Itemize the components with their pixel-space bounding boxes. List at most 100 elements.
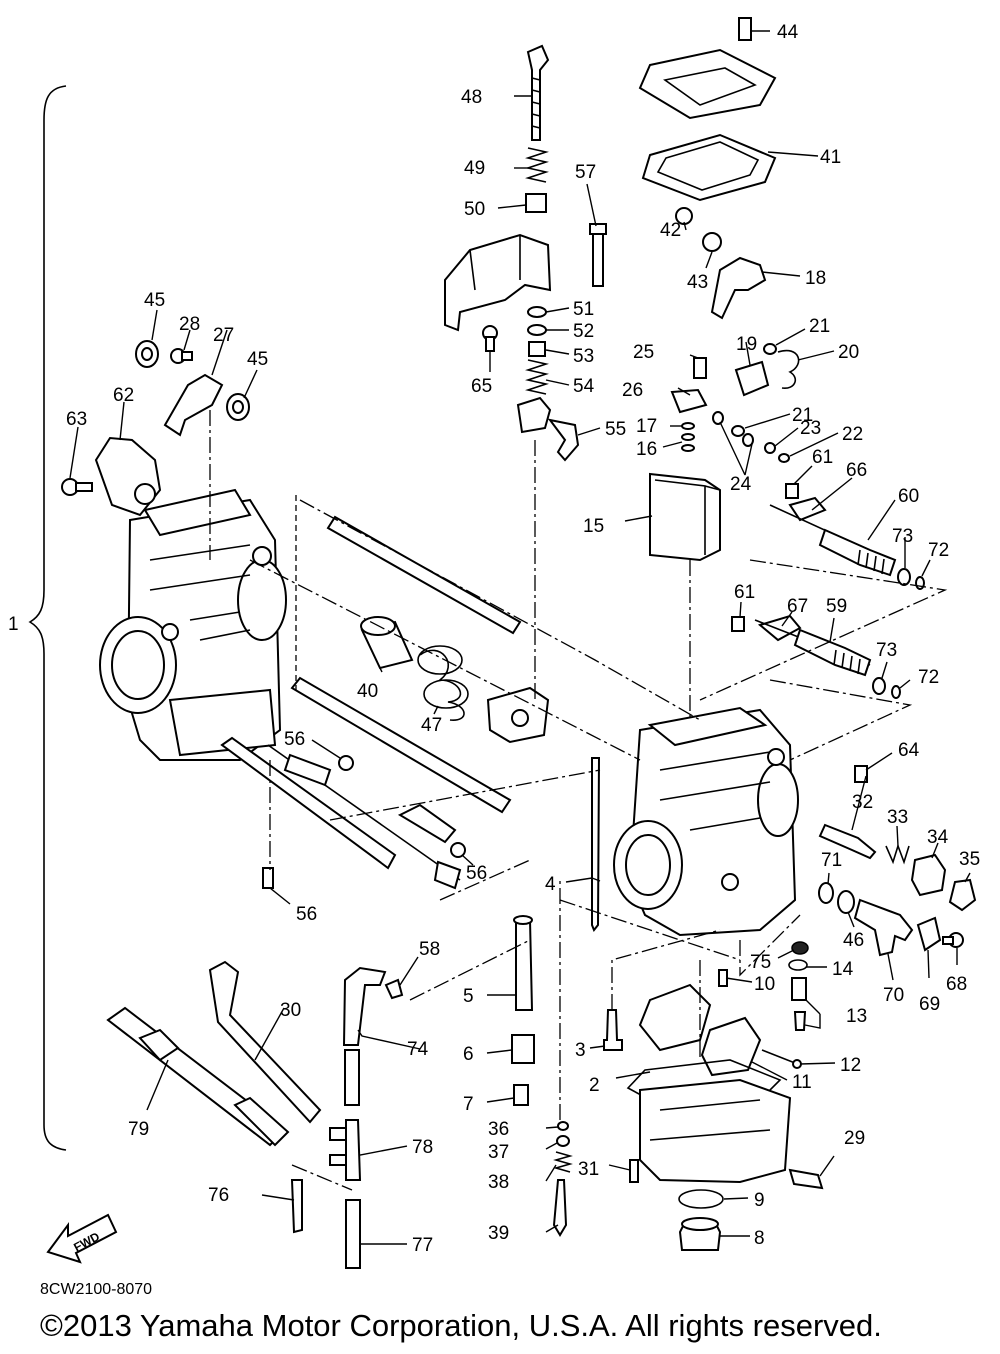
- screw-68: [942, 932, 964, 948]
- callout-76: 76: [208, 1185, 229, 1206]
- plug-8: [678, 1217, 722, 1251]
- fwd-arrow-icon: FWD: [46, 1213, 118, 1264]
- screw-65: [482, 325, 498, 352]
- callout-75: 75: [750, 952, 771, 973]
- pilot-screw-59: [793, 628, 872, 677]
- callout-28: 28: [179, 314, 200, 335]
- link-bracket: [486, 686, 550, 744]
- callout-48: 48: [461, 87, 482, 108]
- screw-57: [589, 223, 607, 287]
- spring-54: [525, 359, 549, 395]
- callout-72-lower: 72: [918, 667, 939, 688]
- callout-52: 52: [573, 321, 594, 342]
- valve-70: [853, 898, 914, 957]
- callout-24: 24: [730, 474, 752, 495]
- washers-36-37: [556, 1121, 570, 1147]
- callout-66: 66: [846, 460, 867, 481]
- callout-43: 43: [687, 272, 708, 293]
- jet-5: [513, 915, 534, 1011]
- joint-shaft: [326, 515, 522, 635]
- orings-46-71: [818, 882, 855, 914]
- callout-77: 77: [412, 1235, 433, 1256]
- callout-1: 1: [8, 614, 19, 635]
- adjust-rod: [267, 744, 462, 890]
- callout-71: 71: [821, 850, 842, 871]
- callout-22: 22: [842, 424, 863, 445]
- callout-27: 27: [213, 325, 234, 346]
- jet-3: [603, 1009, 623, 1051]
- callout-2: 2: [589, 1075, 600, 1096]
- callout-73-lower: 73: [876, 640, 897, 661]
- bracket-26: [670, 388, 708, 414]
- leader-lines: [69, 30, 971, 1245]
- plunger-32: [818, 823, 877, 860]
- joint-78: [329, 1119, 362, 1181]
- left-carburetor-body: [99, 488, 287, 761]
- callout-74: 74: [407, 1039, 429, 1060]
- callout-73-upper: 73: [892, 526, 913, 547]
- callout-38: 38: [488, 1172, 509, 1193]
- callout-numbers: 1 2 3 4 5 6 7 8 9 10 11 12 13 14 15 16 1…: [8, 22, 980, 1256]
- gasket-41: [641, 133, 777, 202]
- callout-51: 51: [573, 299, 594, 320]
- needle-4: [591, 757, 601, 932]
- callout-14: 14: [832, 959, 854, 980]
- diaphragm-15: [649, 472, 721, 562]
- callout-40: 40: [357, 681, 378, 702]
- callout-15: 15: [583, 516, 604, 537]
- callout-58: 58: [419, 939, 440, 960]
- callout-60: 60: [898, 486, 919, 507]
- callout-79: 79: [128, 1119, 149, 1140]
- pin-12: [761, 1049, 802, 1069]
- callout-59: 59: [826, 596, 847, 617]
- holder-6: [511, 1034, 535, 1064]
- callout-21-upper: 21: [809, 316, 830, 337]
- hose-77: [345, 1199, 361, 1269]
- callout-34: 34: [927, 827, 949, 848]
- hose-74: [342, 966, 387, 1046]
- callout-16: 16: [636, 439, 657, 460]
- callout-56-left: 56: [284, 729, 305, 750]
- callout-13: 13: [846, 1006, 867, 1027]
- callout-10: 10: [754, 974, 775, 995]
- callout-64: 64: [898, 740, 920, 761]
- callout-19: 19: [736, 334, 757, 355]
- float-bowl: [639, 1078, 792, 1184]
- callout-54: 54: [573, 376, 595, 397]
- callout-45-right: 45: [247, 349, 268, 370]
- callout-29: 29: [844, 1128, 865, 1149]
- callout-67: 67: [787, 596, 808, 617]
- callout-26: 26: [622, 380, 643, 401]
- nut-34: [910, 853, 947, 897]
- needle-valve-13: [791, 977, 807, 1031]
- clip-14: [788, 959, 808, 971]
- copyright-notice: ©2013 Yamaha Motor Corporation, U.S.A. A…: [40, 1308, 882, 1343]
- screw-61-lower: [731, 616, 745, 632]
- spring-47: [417, 645, 469, 721]
- spring-33: [885, 843, 910, 865]
- callout-5: 5: [463, 986, 474, 1007]
- float-11: [638, 983, 762, 1077]
- cap-35: [948, 878, 977, 912]
- callout-57: 57: [575, 162, 596, 183]
- callout-65: 65: [471, 376, 492, 397]
- lever-27: [163, 373, 224, 437]
- lever-18: [710, 256, 767, 320]
- callout-8: 8: [754, 1228, 765, 1249]
- callout-12: 12: [840, 1055, 861, 1076]
- callout-36: 36: [488, 1119, 509, 1140]
- callout-56-middle: 56: [466, 863, 487, 884]
- hose-segment: [233, 1049, 360, 1147]
- bracket-69: [916, 916, 942, 952]
- collar-40: [360, 616, 414, 670]
- screw-44: [738, 17, 752, 41]
- callout-56-bottom: 56: [296, 904, 317, 925]
- top-cover-44: [638, 48, 777, 120]
- callout-53: 53: [573, 346, 594, 367]
- oil-seal-45-left: [135, 340, 159, 368]
- pilot-screw-60: [818, 528, 897, 577]
- callout-20: 20: [838, 342, 859, 363]
- callout-25: 25: [633, 342, 654, 363]
- oil-seal-45-right: [226, 393, 250, 421]
